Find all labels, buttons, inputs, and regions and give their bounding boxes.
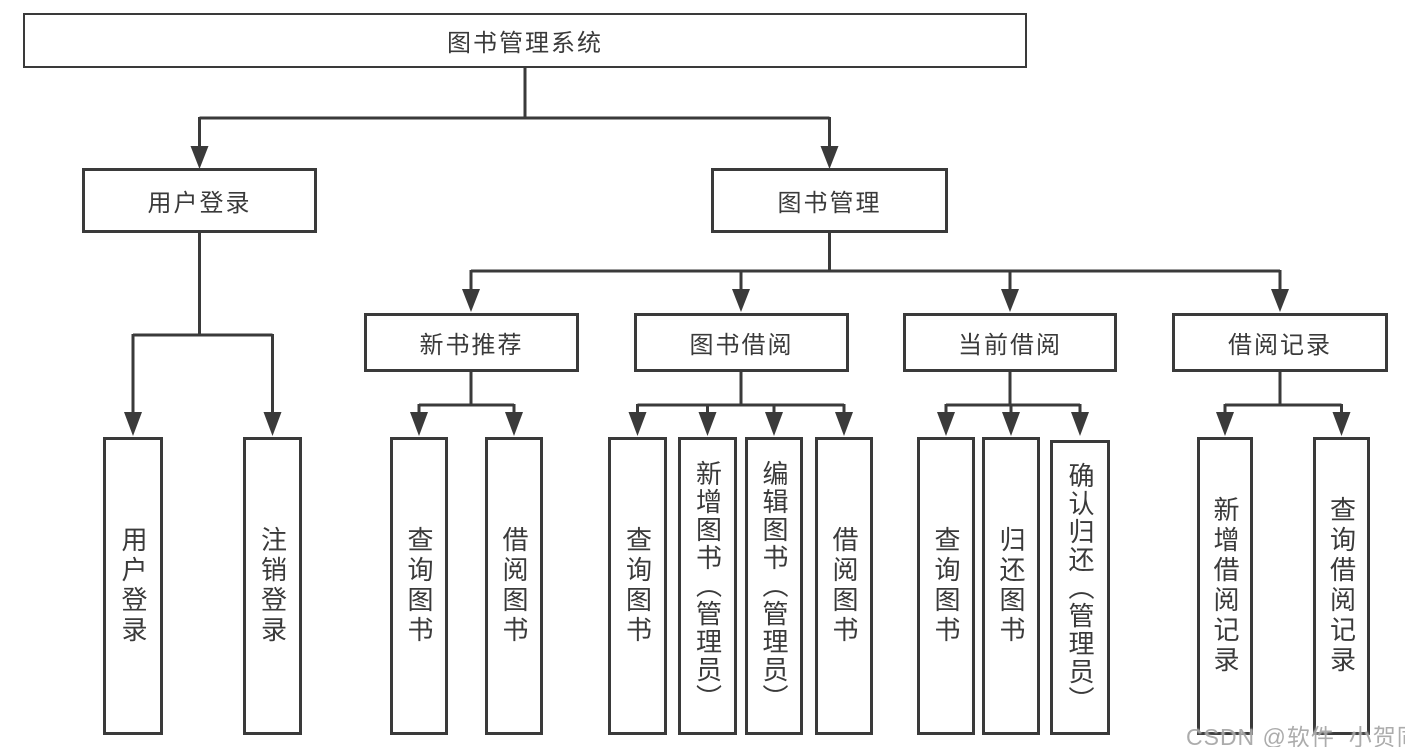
- node-user-login: 用户登录: [82, 168, 317, 233]
- arrowheads: [124, 146, 1351, 436]
- node-book-borrow: 图书借阅: [634, 313, 849, 372]
- node-new-book-recommend: 新书推荐: [364, 313, 579, 372]
- leaf-edit-book-admin: 编辑图书（管理员）: [745, 437, 803, 735]
- leaf-borrow-books: 借阅图书: [815, 437, 873, 735]
- leaf-logout: 注销登录: [243, 437, 302, 735]
- leaf-confirm-return-admin: 确认归还（管理员）: [1050, 440, 1110, 735]
- node-book-management: 图书管理: [711, 168, 948, 233]
- leaf-borrow-books-recommend: 借阅图书: [485, 437, 543, 735]
- node-borrow-records: 借阅记录: [1172, 313, 1388, 372]
- leaf-return-books: 归还图书: [982, 437, 1040, 735]
- leaf-user-login: 用户登录: [103, 437, 163, 735]
- node-current-borrow: 当前借阅: [903, 313, 1117, 372]
- leaf-query-borrow-record: 查询借阅记录: [1313, 437, 1370, 735]
- leaf-add-borrow-record: 新增借阅记录: [1197, 437, 1253, 735]
- leaf-query-books-current: 查询图书: [917, 437, 975, 735]
- leaf-query-books-borrow: 查询图书: [608, 437, 667, 735]
- node-root-system: 图书管理系统: [23, 13, 1027, 68]
- leaf-query-books-recommend: 查询图书: [390, 437, 448, 735]
- leaf-add-book-admin: 新增图书（管理员）: [678, 437, 737, 735]
- csdn-watermark: CSDN @软件_小贺同学: [1186, 724, 1405, 747]
